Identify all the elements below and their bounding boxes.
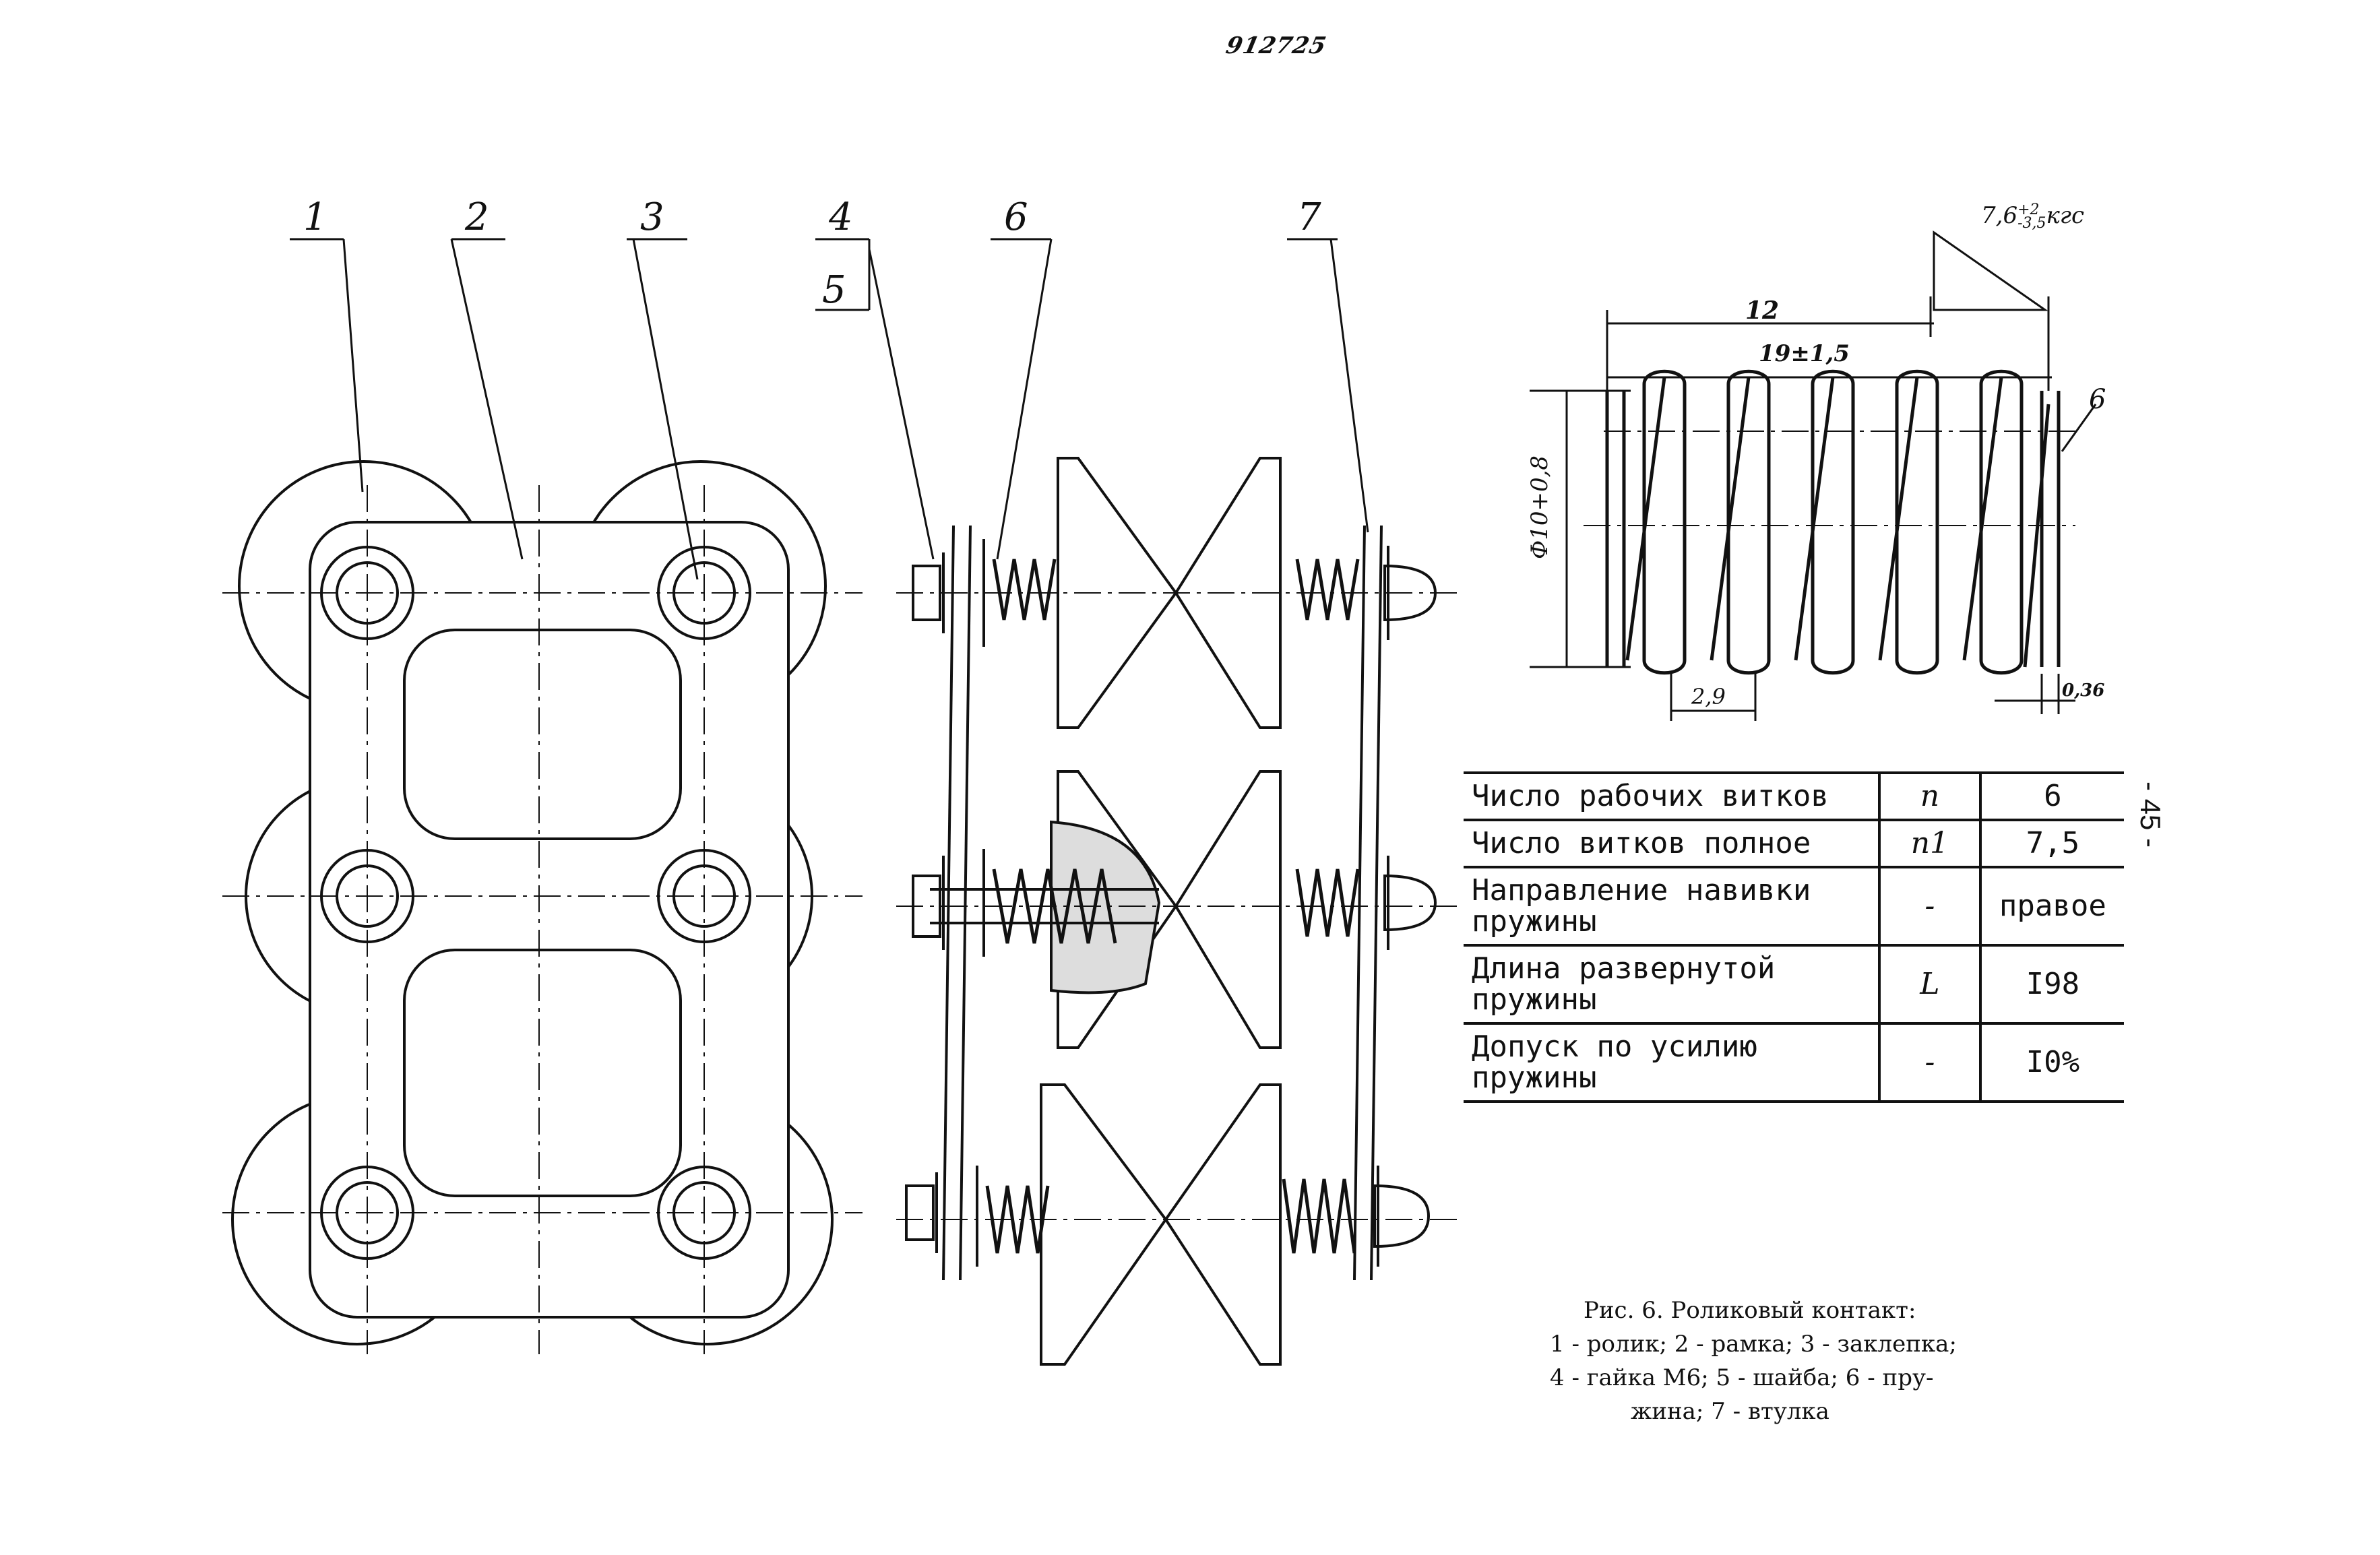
spec-symbol: - (1878, 867, 1980, 945)
spec-symbol: L (1878, 945, 1980, 1023)
centerlines (222, 485, 863, 1354)
callout-6: 6 (1004, 195, 1028, 239)
spec-name: Число рабочих витков (1472, 779, 1829, 813)
table-row: Допуск по усилию пружины - I0% (1464, 1023, 2124, 1102)
callout-1: 1 (303, 195, 327, 239)
spec-value: I98 (1978, 945, 2124, 1023)
dimension-lines (1530, 230, 2097, 721)
force-flag (1933, 230, 2048, 311)
caption-title: Рис. 6. Роликовый контакт: (1584, 1297, 1916, 1324)
dim-length-short: 12 (1745, 296, 1780, 325)
callout-3: 3 (640, 195, 664, 239)
spec-name: Число витков полное (1472, 826, 1811, 860)
spec-name: Направление навивки пружины (1472, 873, 1811, 939)
spring-centerlines (1584, 431, 2075, 526)
figure-caption: Рис. 6. Роликовый контакт: 1 - ролик; 2 … (1550, 1294, 2062, 1428)
spec-name: Длина развернутой пружины (1472, 951, 1776, 1017)
table-row: Число рабочих витков n 6 (1464, 773, 2124, 820)
spec-value: I0% (1978, 1023, 2124, 1102)
dim-pitch: 2,9 (1691, 684, 1726, 709)
spring-detail (1530, 230, 2097, 721)
side-section-view (815, 238, 1462, 1366)
centerlines-side (896, 592, 1462, 1220)
spec-value: 7,5 (1978, 820, 2124, 867)
table-row: Направление навивки пружины - правое (1464, 867, 2124, 945)
callout-7: 7 (1297, 195, 1321, 239)
page-number: - 45 - (2135, 782, 2166, 848)
dim-length-full: 19±1,5 (1759, 340, 1850, 367)
spring-coils (1605, 369, 2061, 675)
table-row: Длина развернутой пружины L I98 (1464, 945, 2124, 1023)
spec-symbol: n (1878, 773, 1980, 820)
caption-line: жина; 7 - втулка (1631, 1398, 1829, 1425)
dim-wire: 0,36 (2062, 680, 2105, 701)
callout-5: 5 (822, 268, 846, 312)
bushing-section (930, 820, 1161, 994)
caption-line: 4 - гайка М6; 5 - шайба; 6 - пру- (1550, 1364, 1934, 1391)
spec-value: правое (1978, 867, 2124, 945)
frame-window-top (403, 629, 682, 840)
roller-frame-view (222, 238, 863, 1354)
spec-symbol: n1 (1878, 820, 1980, 867)
frame-window-bottom (403, 949, 682, 1197)
table-row: Число витков полное n1 7,5 (1464, 820, 2124, 867)
spring-label: 6 (2089, 384, 2106, 415)
caption-line: 1 - ролик; 2 - рамка; 3 - заклепка; (1550, 1331, 1957, 1358)
plates (942, 525, 1383, 1281)
dim-diameter: Ф10+0,8 (1526, 455, 1553, 559)
spec-symbol: - (1878, 1023, 1980, 1102)
spec-name: Допуск по усилию пружины (1472, 1029, 1757, 1095)
spec-value: 6 (1978, 773, 2124, 820)
callout-4: 4 (829, 195, 853, 239)
leader-lines (290, 238, 699, 580)
document-stamp: 912725 (1223, 32, 1329, 59)
spring-spec-table: Число рабочих витков n 6 Число витков по… (1464, 771, 2124, 1103)
leader-lines-side (815, 238, 1369, 560)
frame (309, 521, 790, 1319)
callout-2: 2 (465, 195, 489, 239)
